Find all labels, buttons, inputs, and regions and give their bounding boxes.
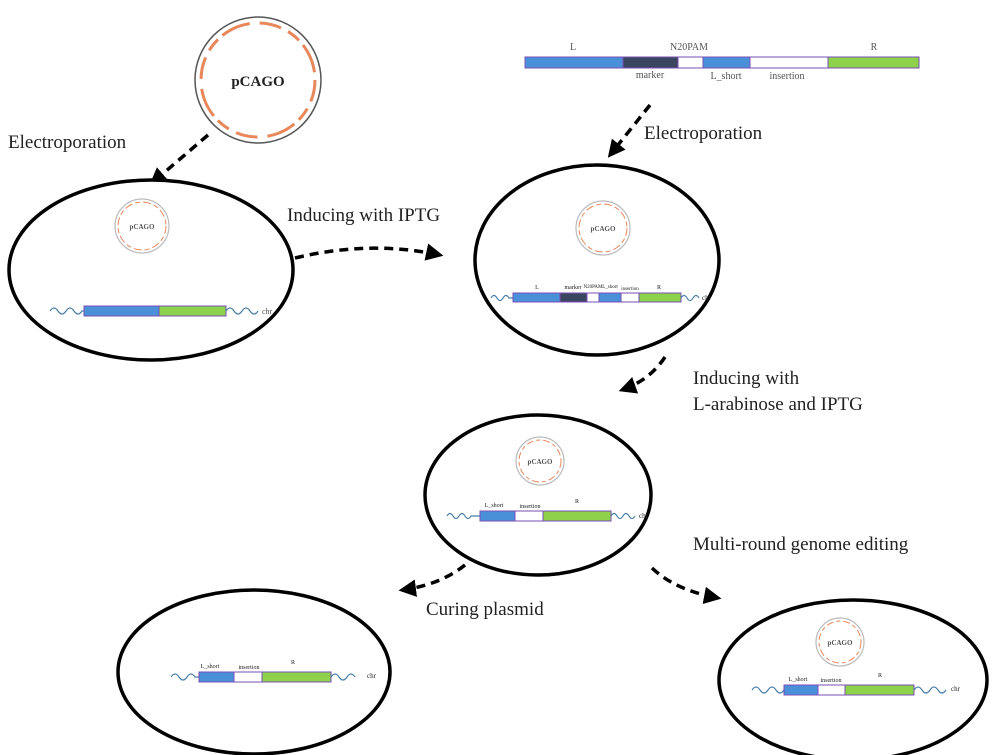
label-n20pam: N20PAM <box>670 42 708 53</box>
segment-insertion <box>749 56 829 69</box>
step-multi-round-editing: Multi-round genome editing <box>693 534 909 555</box>
label-R: R <box>575 499 579 505</box>
label-insertion: insertion <box>821 678 842 684</box>
arrow-electroporation-1 <box>149 133 210 186</box>
segment-n20pam <box>677 56 704 69</box>
segment-l-short <box>702 56 751 69</box>
step-electroporation-1: Electroporation <box>8 132 127 153</box>
wavy-chromosome-left <box>49 307 84 315</box>
step-inducing-iptg: Inducing with IPTG <box>287 205 440 226</box>
cell-5: pCAGO L_short insertion R chr <box>717 598 989 755</box>
plasmid-name: pCAGO <box>591 225 616 233</box>
cell-2: pCAGO L marker N20PAM L_short insertion … <box>473 163 721 357</box>
label-R: R <box>878 673 882 679</box>
label-insertion: insertion <box>621 287 639 292</box>
plasmid-name: pCAGO <box>130 223 155 231</box>
cell-1: pCAGO chr <box>7 178 295 362</box>
step-inducing-arabinose-line2: L-arabinose and IPTG <box>693 394 863 415</box>
label-l-short: L_short <box>485 503 504 509</box>
plasmid-name: pCAGO <box>828 639 853 647</box>
plasmid-name: pCAGO <box>528 458 553 466</box>
label-insertion: insertion <box>770 71 805 82</box>
segment-R <box>827 56 920 69</box>
label-marker: marker <box>565 285 582 291</box>
label-insertion: insertion <box>239 665 260 671</box>
plasmid-segments <box>199 21 317 139</box>
cell-4: L_short insertion R chr <box>116 588 392 755</box>
label-L: L <box>570 42 576 53</box>
chr-label: chr <box>367 672 377 680</box>
plasmid-name: pCAGO <box>231 74 284 90</box>
step-inducing-arabinose-line1: Inducing with <box>693 368 800 389</box>
label-l-short: L_short <box>710 71 741 82</box>
label-n20pam: N20PAM <box>584 285 604 290</box>
donor-dna: L marker N20PAM L_short insertion R <box>524 42 920 82</box>
segment-marker <box>622 56 679 69</box>
arrow-electroporation-2 <box>607 103 652 158</box>
step-electroporation-2: Electroporation <box>644 123 763 144</box>
label-marker: marker <box>636 70 665 81</box>
label-R: R <box>871 42 878 53</box>
arrow-multi-round <box>650 566 722 605</box>
label-R: R <box>657 285 661 291</box>
label-L: L <box>535 285 539 291</box>
pcago-plasmid-large: pCAGO <box>194 16 322 144</box>
chr-label: chr <box>262 307 273 316</box>
plasmid-small <box>114 198 170 254</box>
label-l-short: L_short <box>602 285 618 290</box>
arrow-curing <box>398 563 467 597</box>
segment-L <box>524 56 624 69</box>
chr-label: chr <box>702 294 712 302</box>
arrow-inducing-arabinose <box>618 356 667 394</box>
step-curing-plasmid: Curing plasmid <box>426 599 544 620</box>
label-l-short: L_short <box>789 677 808 683</box>
chr-label: chr <box>639 512 649 520</box>
label-R: R <box>291 660 295 666</box>
cell-3: pCAGO L_short insertion R chr <box>423 413 653 577</box>
label-l-short: L_short <box>201 664 220 670</box>
chr-label: chr <box>951 685 961 693</box>
label-insertion: insertion <box>520 504 541 510</box>
arrow-inducing-iptg <box>294 243 444 261</box>
wavy-chromosome-right <box>225 307 259 315</box>
